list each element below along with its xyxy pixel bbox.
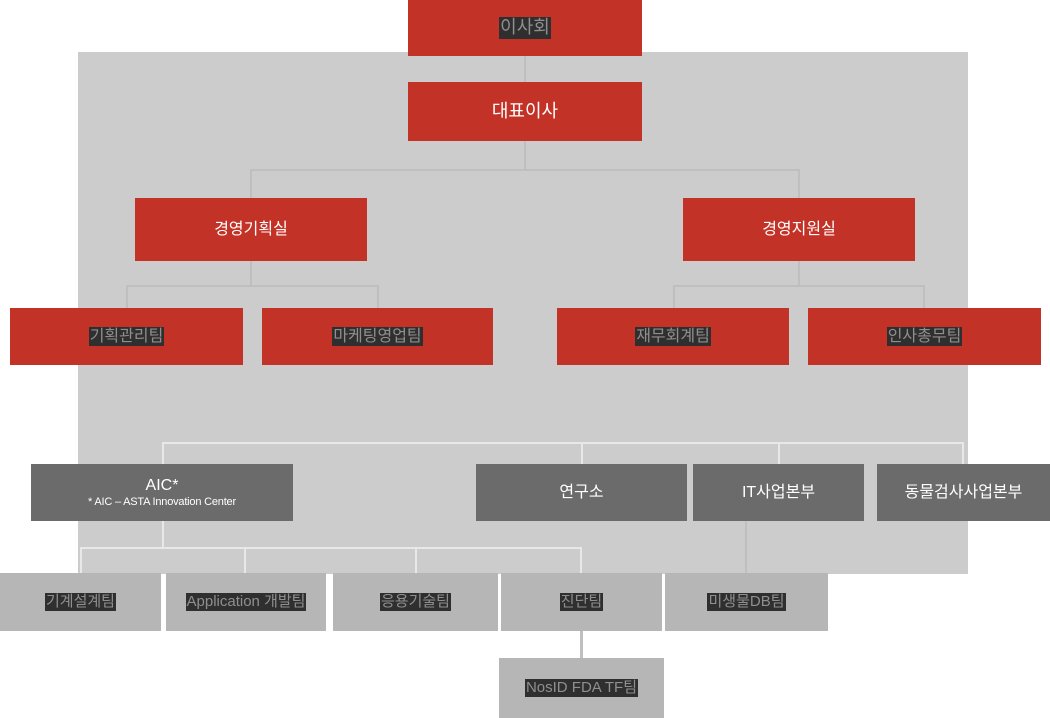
connector-planning-team-bus xyxy=(126,285,378,287)
connector-bus-to-team-diag xyxy=(580,547,582,573)
connector-bus-to-team-mech xyxy=(80,547,82,573)
connector-support-office-down xyxy=(798,261,800,285)
connector-bus-to-support-office xyxy=(798,169,800,198)
node-team-marketing-label: 마케팅영업팀 xyxy=(332,326,423,347)
connector-bus-to-team-hr xyxy=(923,285,925,308)
node-aic-sublabel: * AIC – ASTA Innovation Center xyxy=(88,496,236,508)
node-ceo-label: 대표이사 xyxy=(491,100,559,121)
connector-bus-to-it-division xyxy=(778,442,780,464)
connector-board-to-ceo xyxy=(524,56,526,82)
connector-bus-to-research xyxy=(581,442,583,464)
node-team-applied-label: 응용기술팀 xyxy=(379,593,451,611)
node-team-microdb-label: 미생물DB팀 xyxy=(707,593,786,611)
node-ceo[interactable]: 대표이사 xyxy=(408,82,642,141)
connector-bus-to-team-applied xyxy=(415,547,417,573)
node-research-label: 연구소 xyxy=(559,483,604,501)
node-team-microdb[interactable]: 미생물DB팀 xyxy=(665,573,828,631)
connector-bus-to-team-app xyxy=(244,547,246,573)
node-team-planning[interactable]: 기획관리팀 xyxy=(10,308,243,365)
connector-office-bus xyxy=(250,169,800,171)
node-research[interactable]: 연구소 xyxy=(476,464,687,521)
node-team-finance[interactable]: 재무회계팀 xyxy=(557,308,789,365)
node-board-label: 이사회 xyxy=(499,17,551,39)
node-team-applied[interactable]: 응용기술팀 xyxy=(333,573,498,631)
connector-bus-to-aic xyxy=(162,442,164,464)
node-team-mech-label: 기계설계팀 xyxy=(44,593,116,611)
node-team-hr[interactable]: 인사총무팀 xyxy=(808,308,1041,365)
connector-research-to-team-microdb xyxy=(745,521,747,573)
node-team-diag-label: 진단팀 xyxy=(559,593,604,611)
connector-planning-office-down xyxy=(250,261,252,285)
node-board[interactable]: 이사회 xyxy=(408,0,642,56)
connector-support-team-bus xyxy=(673,285,925,287)
connector-bus-to-team-marketing xyxy=(377,285,379,308)
node-it-division[interactable]: IT사업본부 xyxy=(693,464,864,521)
node-aic-label: AIC* xyxy=(145,476,179,494)
node-support-office[interactable]: 경영지원실 xyxy=(683,198,915,261)
node-team-nosid[interactable]: NosID FDA TF팀 xyxy=(499,658,664,718)
node-it-division-label: IT사업본부 xyxy=(741,483,816,501)
node-planning-office[interactable]: 경영기획실 xyxy=(135,198,367,261)
connector-aic-down xyxy=(162,521,164,547)
connector-bus-to-team-finance xyxy=(673,285,675,308)
node-support-office-label: 경영지원실 xyxy=(762,220,836,238)
connector-bus-to-animal-division xyxy=(962,442,964,464)
node-planning-office-label: 경영기획실 xyxy=(214,220,288,238)
node-team-hr-label: 인사총무팀 xyxy=(886,326,963,347)
connector-bus-to-planning-office xyxy=(250,169,252,198)
node-team-mech[interactable]: 기계설계팀 xyxy=(0,573,161,631)
node-team-planning-label: 기획관리팀 xyxy=(88,326,165,347)
node-team-nosid-label: NosID FDA TF팀 xyxy=(524,679,639,697)
connector-ceo-down xyxy=(524,141,526,169)
node-team-diag[interactable]: 진단팀 xyxy=(501,573,662,631)
node-animal-division[interactable]: 동물검사사업본부 xyxy=(877,464,1050,521)
node-team-app-label: Application 개발팀 xyxy=(185,593,307,611)
node-animal-division-label: 동물검사사업본부 xyxy=(904,483,1023,501)
connector-bottom-team-bus xyxy=(80,547,582,549)
node-team-finance-label: 재무회계팀 xyxy=(635,326,711,347)
node-aic[interactable]: AIC* * AIC – ASTA Innovation Center xyxy=(31,464,293,521)
connector-team-diag-to-nosid xyxy=(580,631,583,658)
connector-bus-to-team-planning xyxy=(126,285,128,308)
node-team-app[interactable]: Application 개발팀 xyxy=(166,573,326,631)
node-team-marketing[interactable]: 마케팅영업팀 xyxy=(262,308,493,365)
connector-division-bus xyxy=(162,442,964,444)
